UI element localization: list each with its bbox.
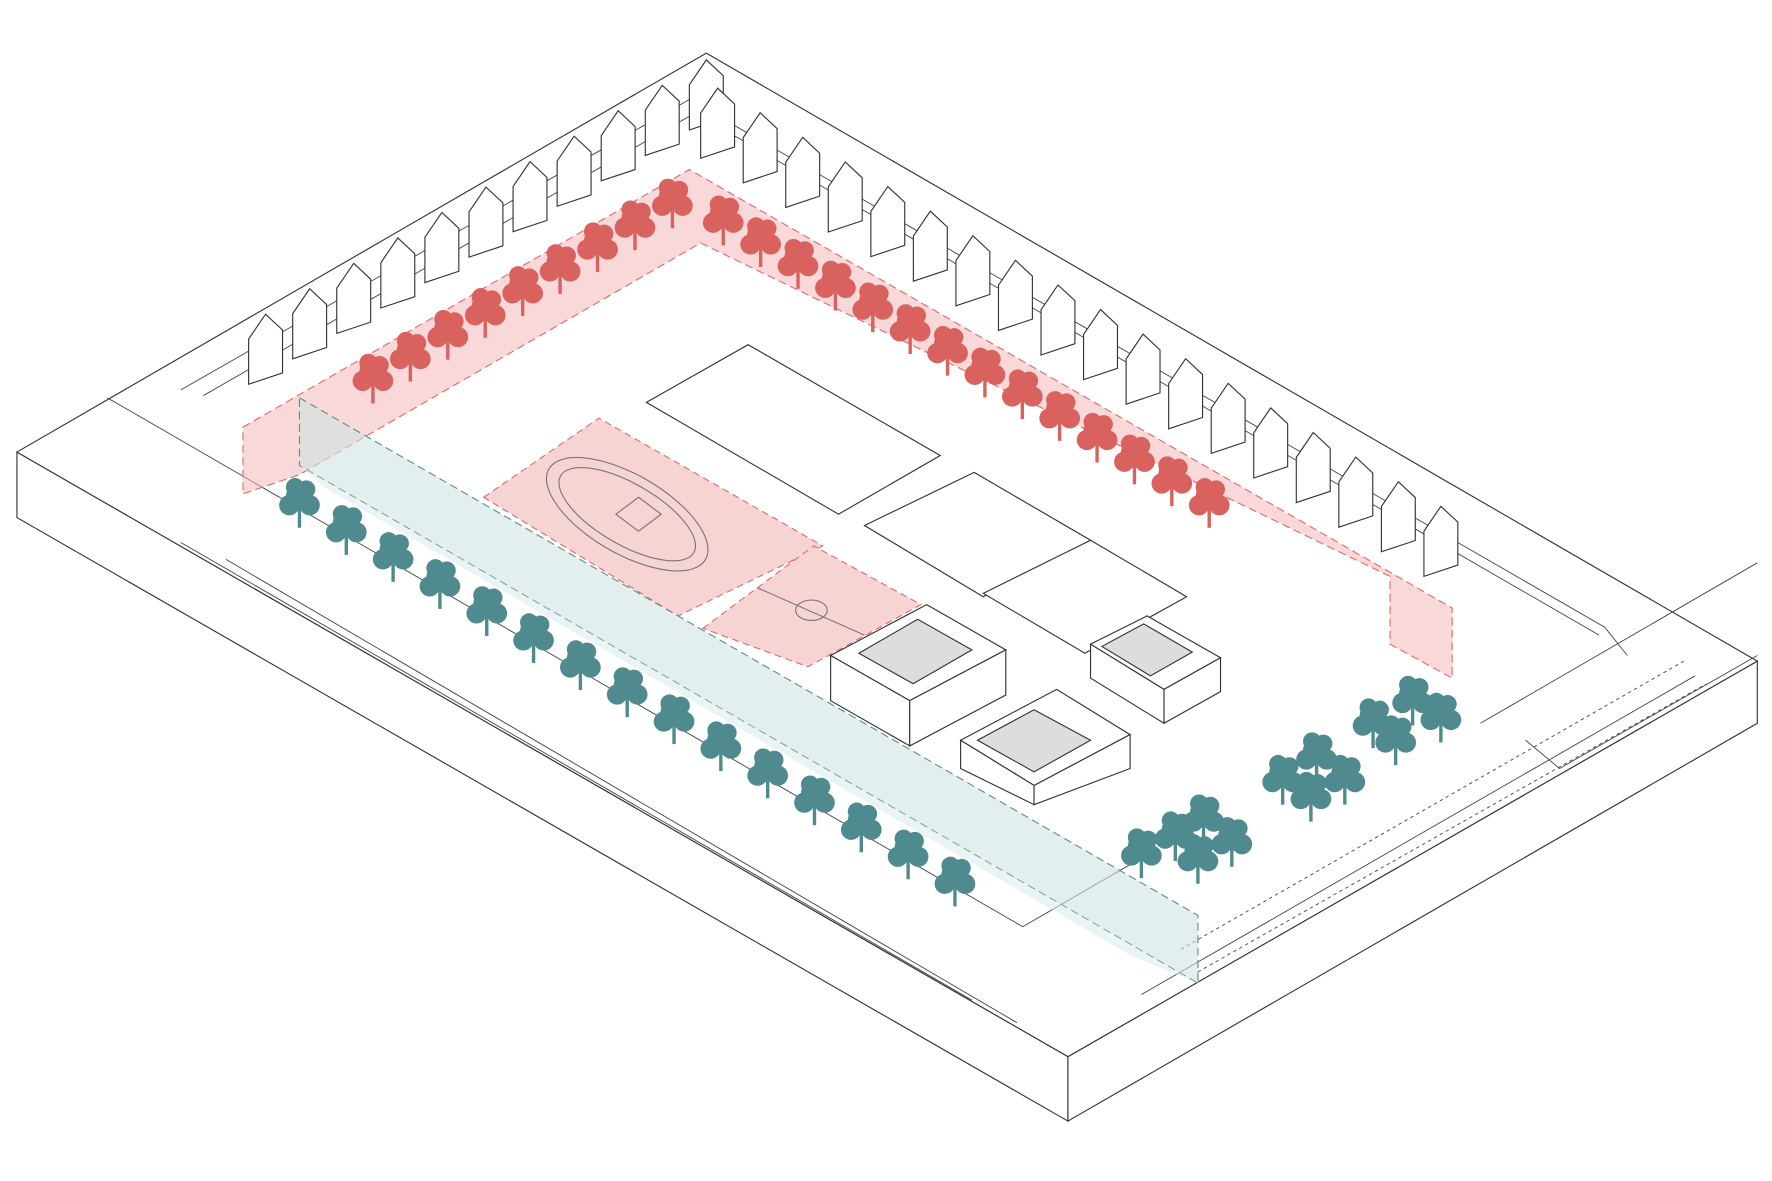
house [1040, 284, 1076, 356]
house [424, 211, 460, 284]
house [870, 185, 906, 258]
tree [1262, 754, 1304, 805]
tree [466, 586, 508, 636]
tree [502, 266, 544, 316]
tree [1121, 828, 1162, 879]
tree [1177, 834, 1219, 884]
house [1338, 456, 1374, 528]
house [742, 111, 778, 184]
house [644, 84, 680, 157]
tree [1114, 434, 1155, 485]
tree [1352, 698, 1394, 749]
house [1125, 333, 1161, 405]
house [336, 262, 372, 335]
house [292, 287, 328, 360]
house [1210, 382, 1246, 455]
tree [1392, 675, 1433, 726]
tree [1001, 369, 1043, 420]
tree [372, 532, 414, 582]
tree [513, 613, 554, 663]
tree [777, 238, 819, 289]
tree [390, 331, 431, 382]
tree [606, 667, 648, 718]
house [556, 135, 592, 208]
tree [560, 640, 601, 691]
tree [1324, 754, 1366, 805]
tree [740, 217, 781, 267]
tree [702, 195, 744, 246]
house [1253, 407, 1289, 479]
running-track-field [482, 417, 824, 617]
house [380, 237, 416, 309]
house [827, 161, 863, 233]
house [1083, 308, 1119, 381]
tree [1375, 715, 1417, 766]
tree [964, 347, 1006, 398]
blank-field-1 [645, 344, 942, 515]
soccer-field [701, 545, 923, 668]
house [248, 313, 284, 386]
tree [1420, 692, 1462, 743]
tree [927, 325, 968, 376]
residential-houses [248, 59, 1459, 578]
tree [1188, 478, 1230, 528]
tree [815, 260, 856, 311]
tree [1290, 771, 1332, 822]
tree [652, 178, 693, 229]
house [1168, 357, 1204, 430]
tree [419, 559, 461, 609]
tree [1211, 817, 1253, 867]
house [912, 210, 948, 283]
red-buffer-zone [242, 168, 1453, 680]
tree [464, 288, 506, 338]
tree [352, 353, 394, 404]
tree [577, 222, 618, 273]
house [1380, 480, 1416, 553]
school-building [829, 603, 1222, 806]
tree [700, 721, 742, 772]
teal-buffer-zone [298, 396, 1199, 985]
tree [934, 856, 976, 907]
house [955, 234, 991, 307]
tree [279, 478, 320, 528]
house [1423, 505, 1459, 578]
tree [852, 282, 894, 333]
house [600, 109, 636, 182]
house [997, 259, 1033, 332]
tree [840, 802, 882, 853]
house [700, 87, 736, 160]
tree [889, 304, 931, 354]
tree [614, 200, 656, 251]
trees [279, 178, 1462, 907]
tree [1151, 456, 1193, 507]
tree [325, 505, 367, 555]
tree [427, 309, 469, 360]
tree [653, 694, 695, 745]
tree [539, 244, 581, 294]
tree [794, 775, 835, 826]
house [512, 160, 548, 233]
tree [747, 748, 789, 799]
tree [1076, 412, 1118, 463]
tree [887, 829, 929, 880]
tree [1039, 391, 1081, 441]
house [468, 186, 504, 258]
house [1295, 431, 1331, 504]
house [785, 136, 821, 209]
